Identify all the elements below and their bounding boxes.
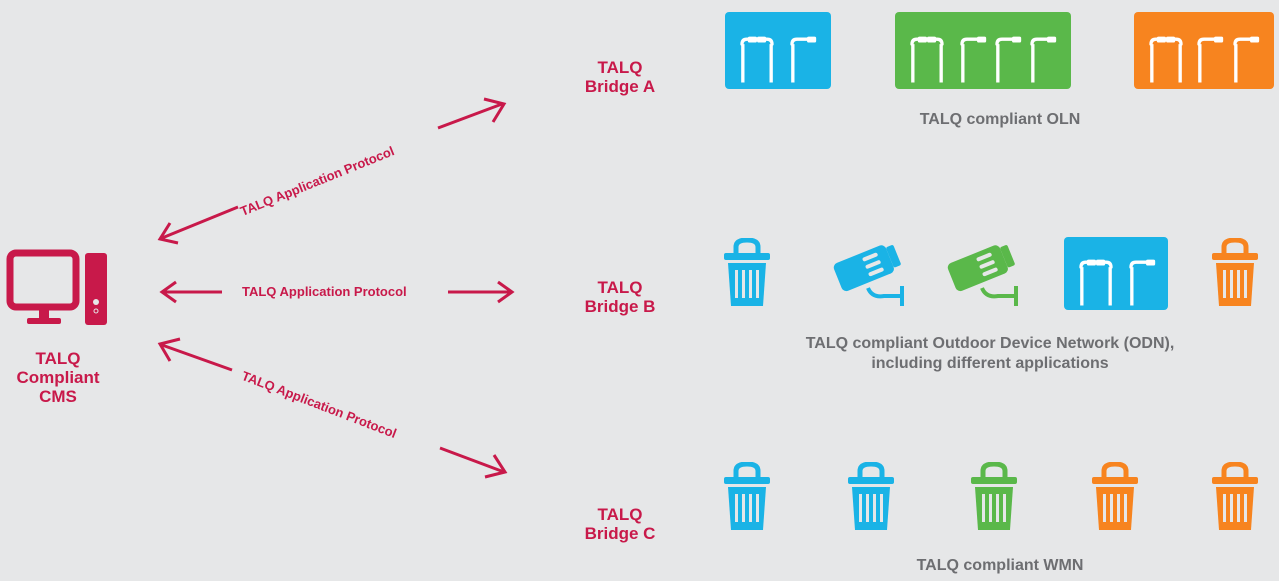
bridge-c-line1: TALQ [597, 505, 643, 524]
camera-icon [946, 240, 1026, 310]
waste-bin-icon [848, 462, 894, 530]
bridge-b-label: TALQ Bridge B [570, 278, 670, 316]
camera-icon [832, 240, 912, 310]
waste-bin-icon [724, 238, 770, 306]
streetlight-group-icon [895, 12, 1071, 89]
streetlight-group-icon [1064, 237, 1168, 310]
computer-icon [5, 249, 110, 330]
protocol-label-b: TALQ Application Protocol [242, 284, 407, 299]
odn-label: TALQ compliant Outdoor Device Network (O… [740, 334, 1240, 374]
wmn-label: TALQ compliant WMN [916, 557, 1084, 574]
bridge-a-line2: Bridge A [584, 77, 656, 96]
bridge-b-line2: Bridge B [584, 297, 656, 316]
oln-label: TALQ compliant OLN [919, 111, 1081, 128]
bridge-a-line1: TALQ [597, 58, 643, 77]
cms-label-line1: TALQ [35, 349, 81, 368]
protocol-label-c: TALQ Application Protocol [239, 368, 399, 442]
waste-bin-icon [1212, 238, 1258, 306]
cms-label-line3: CMS [39, 387, 77, 406]
waste-bin-icon [1212, 462, 1258, 530]
bridge-b-line1: TALQ [597, 278, 643, 297]
cms-label: TALQ Compliant CMS [0, 349, 116, 406]
streetlight-group-icon [1134, 12, 1274, 89]
streetlight-group-icon [725, 12, 831, 89]
bridge-c-line2: Bridge C [584, 524, 656, 543]
bridge-c-label: TALQ Bridge C [570, 505, 670, 543]
waste-bin-icon [724, 462, 770, 530]
cms-label-line2: Compliant [16, 368, 100, 387]
odn-label-line2: including different applications [871, 355, 1109, 372]
protocol-label-a: TALQ Application Protocol [238, 143, 397, 219]
bridge-a-label: TALQ Bridge A [570, 58, 670, 96]
waste-bin-icon [1092, 462, 1138, 530]
waste-bin-icon [971, 462, 1017, 530]
odn-label-line1: TALQ compliant Outdoor Device Network (O… [805, 335, 1175, 352]
